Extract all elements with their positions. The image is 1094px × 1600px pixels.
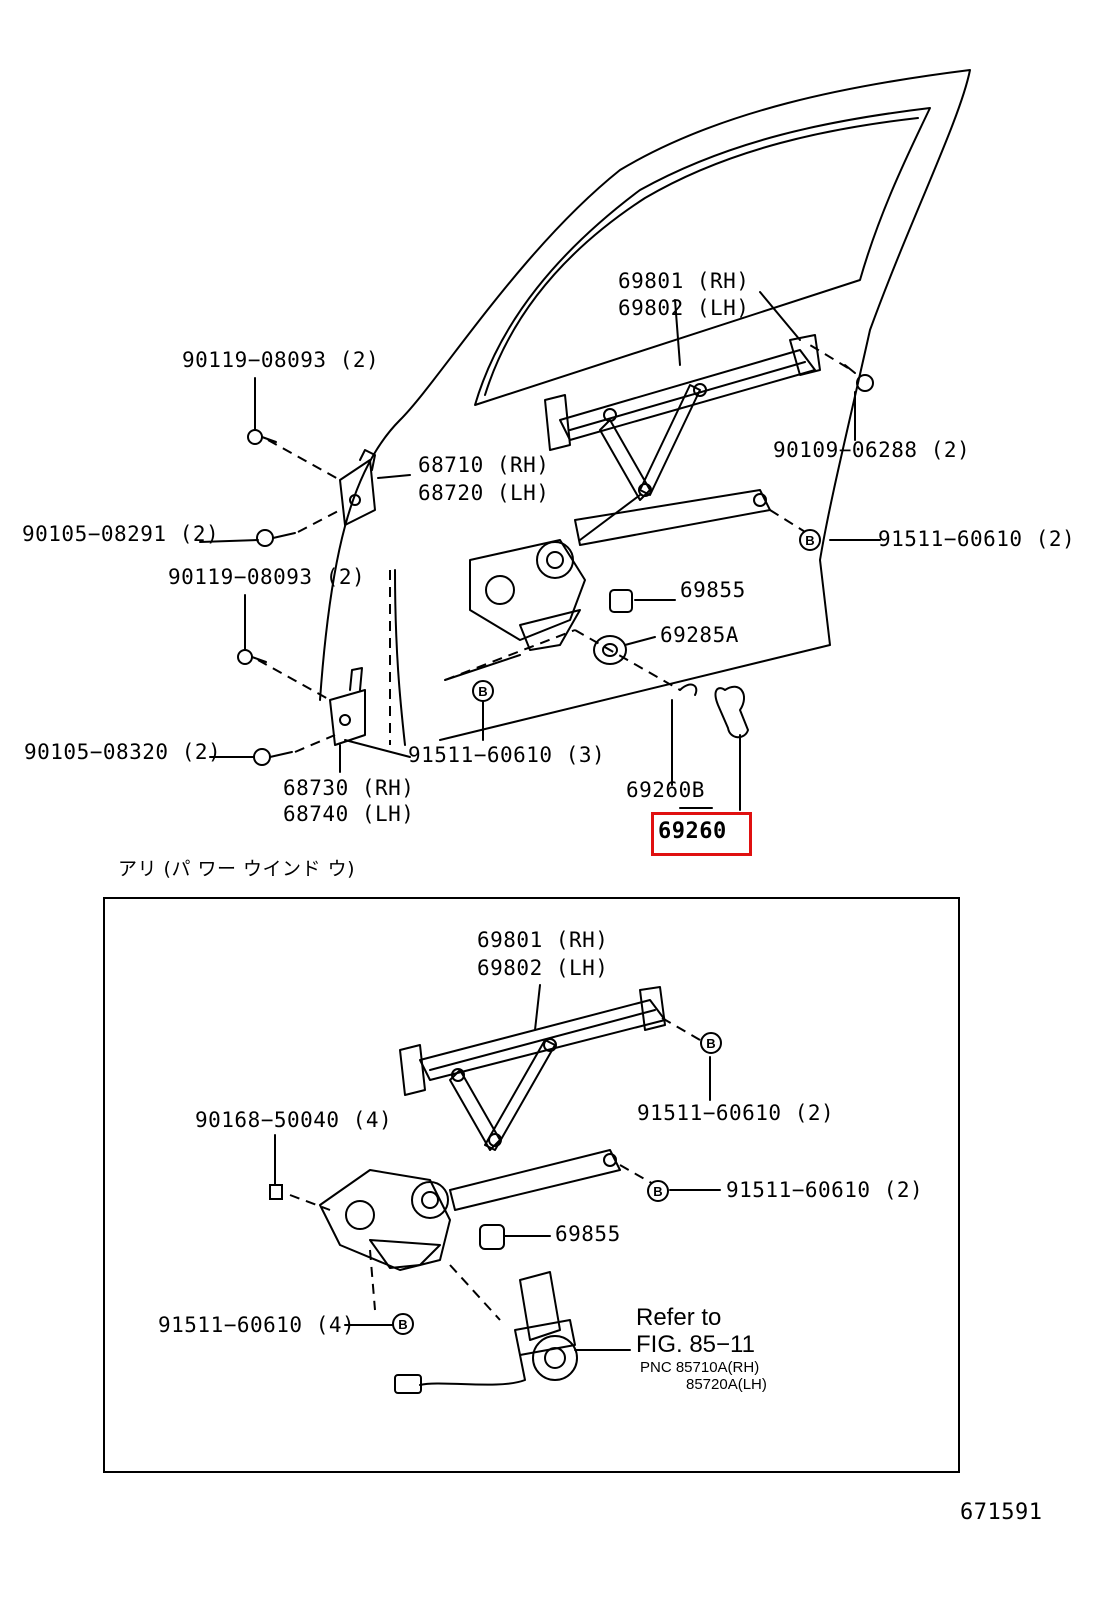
part-69260b (679, 683, 698, 696)
label-pnc-rh: PNC 85710A(RH) (640, 1359, 760, 1376)
b-marker: B (700, 1032, 722, 1054)
variant-caption: アリ (パ ワー ウインド ウ) (118, 858, 355, 880)
label-91511-60610-right: 91511−60610 (2) (878, 527, 1076, 551)
highlight-box-69260 (651, 812, 752, 856)
label-90105-08291: 90105−08291 (2) (22, 522, 220, 546)
bolt-90105-b (253, 748, 293, 766)
inset-regulator (274, 984, 721, 1394)
regulator-top (469, 334, 821, 651)
b-marker: B (392, 1313, 414, 1335)
label-69855: 69855 (680, 578, 746, 602)
label-68710-rh: 68710 (RH) (418, 453, 550, 477)
label-91511-60610-3: 91511−60610 (3) (408, 743, 606, 767)
part-69285a (593, 635, 627, 665)
label-90109-06288: 90109−06288 (2) (773, 438, 971, 462)
label-69260: 69260 (658, 819, 727, 844)
label-refer-to: Refer to (636, 1304, 722, 1331)
label-68720-lh: 68720 (LH) (418, 481, 550, 505)
hinge-upper (339, 449, 376, 526)
label-91511-60610-inset-b: 91511−60610 (2) (726, 1178, 924, 1202)
hinge-lower (329, 667, 366, 746)
label-fig-reference: FIG. 85−11 (636, 1331, 755, 1358)
label-69801-rh: 69801 (RH) (618, 269, 750, 293)
window-motor (394, 1271, 578, 1394)
door-outline (319, 69, 971, 741)
part-69855-top (609, 589, 633, 613)
b-marker: B (799, 529, 821, 551)
figure-number: 671591 (960, 1500, 1043, 1525)
label-91511-60610-inset-4: 91511−60610 (4) (158, 1313, 356, 1337)
label-69855-inset: 69855 (555, 1222, 621, 1246)
power-window-inset-frame (103, 897, 960, 1473)
label-pnc-lh: 85720A(LH) (686, 1376, 767, 1393)
window-opening (474, 107, 931, 406)
label-91511-60610-inset-a: 91511−60610 (2) (637, 1101, 835, 1125)
label-90119-08093-b: 90119−08093 (2) (168, 565, 366, 589)
bolt-90105-a (256, 529, 296, 547)
b-marker: B (472, 680, 494, 702)
label-69285a: 69285A (660, 623, 739, 647)
part-69260 (714, 685, 749, 739)
label-69802-lh-inset: 69802 (LH) (477, 956, 609, 980)
label-69802-lh: 69802 (LH) (618, 296, 750, 320)
label-90168-50040: 90168−50040 (4) (195, 1108, 393, 1132)
label-69801-rh-inset: 69801 (RH) (477, 928, 609, 952)
label-68730-rh: 68730 (RH) (283, 776, 415, 800)
b-marker: B (647, 1180, 669, 1202)
label-68740-lh: 68740 (LH) (283, 802, 415, 826)
bolt-90109 (844, 364, 874, 392)
label-69260b: 69260B (626, 778, 705, 802)
label-90119-08093-a: 90119−08093 (2) (182, 348, 380, 372)
label-90105-08320: 90105−08320 (2) (24, 740, 222, 764)
